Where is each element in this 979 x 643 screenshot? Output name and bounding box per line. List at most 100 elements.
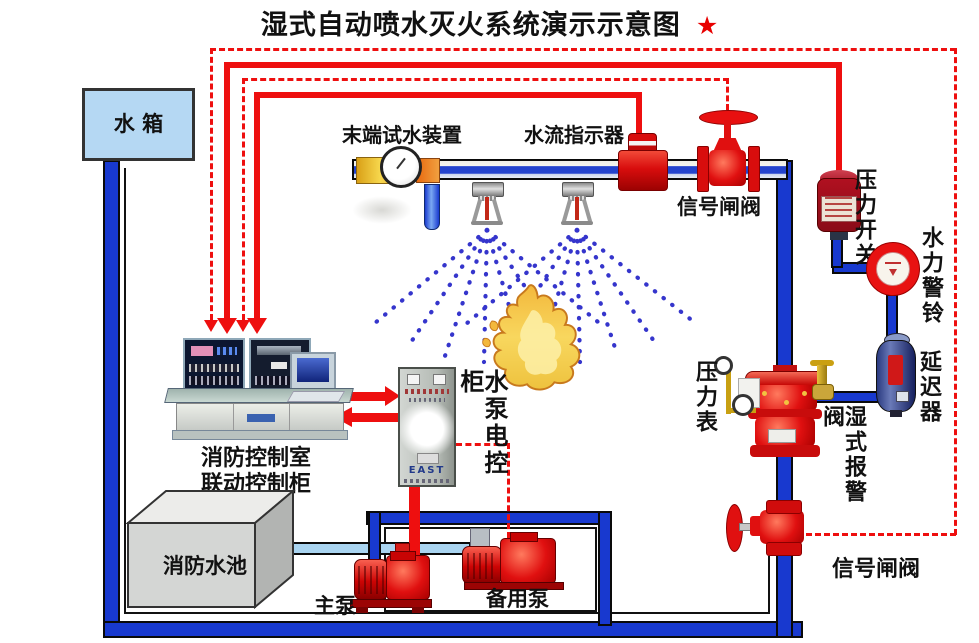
wet-alarm-valve bbox=[740, 365, 830, 461]
console-panel-left bbox=[183, 338, 245, 390]
test-pressure-gauge bbox=[380, 146, 422, 188]
switch-label-band bbox=[821, 196, 857, 222]
cabinet-text-row bbox=[405, 389, 449, 394]
console-keyboard bbox=[286, 391, 346, 402]
water-flow-indicator-label: 水流指示器 bbox=[524, 123, 624, 147]
valve-flange-left bbox=[697, 146, 709, 192]
feedback-arrow-bar bbox=[352, 413, 398, 422]
panel-drive-bay bbox=[257, 346, 301, 355]
panel-switch-row2 bbox=[189, 376, 239, 385]
command-arrow-bar bbox=[345, 392, 387, 401]
bell-face-mark-line bbox=[885, 262, 901, 264]
pressure-switch bbox=[817, 170, 863, 242]
sprinkler-cap bbox=[562, 182, 594, 197]
console-seam-1 bbox=[233, 404, 234, 430]
signal-line-b-right bbox=[836, 62, 842, 174]
water-tank-label: 水 箱 bbox=[113, 112, 164, 136]
cabinet-vent-2 bbox=[433, 374, 446, 385]
valve-bonnet bbox=[713, 138, 742, 152]
console-seam-2 bbox=[289, 404, 290, 430]
sprinkler-head-1 bbox=[470, 182, 504, 226]
header-drop-right bbox=[598, 511, 612, 626]
signal-line-c-right bbox=[726, 78, 729, 110]
pump-flange-top bbox=[390, 551, 416, 561]
water-spray bbox=[366, 227, 697, 365]
pump-flange-top bbox=[510, 532, 538, 542]
command-arrow-head bbox=[385, 386, 400, 406]
pump-casing bbox=[500, 538, 556, 584]
end-test-device bbox=[350, 140, 446, 232]
signal-line-b-top bbox=[224, 62, 842, 68]
wav-bolt-3 bbox=[784, 400, 789, 405]
main-pump bbox=[350, 543, 435, 615]
valve-flange-right bbox=[748, 146, 760, 192]
bell-face-mark-triangle bbox=[889, 269, 897, 276]
signal-line-b-left bbox=[224, 62, 230, 320]
control-room-label-line1: 消防控制室 bbox=[201, 446, 312, 471]
pump-control-cabinet: EAST bbox=[398, 367, 456, 487]
hydraulic-alarm-bell bbox=[866, 242, 920, 296]
cabinet-vent-1 bbox=[407, 374, 420, 385]
bell-face bbox=[876, 252, 910, 286]
backup-pump-line-h bbox=[456, 443, 509, 446]
pump-foot-right bbox=[412, 607, 424, 613]
small-gauge-1 bbox=[714, 356, 733, 375]
sprinkler-arm-right bbox=[491, 198, 503, 223]
small-gauge-2 bbox=[732, 394, 754, 416]
sprinkler-arm-left bbox=[561, 198, 573, 223]
wav-bolt-2 bbox=[802, 391, 807, 396]
sprinkler-arm-left bbox=[471, 198, 483, 223]
signal-line-c-top bbox=[242, 78, 729, 81]
sprinkler-bulb bbox=[575, 197, 579, 220]
delay-device-label: 延迟器 bbox=[916, 350, 941, 425]
sprinkler-deflector bbox=[471, 221, 503, 225]
signal-line-a-right bbox=[954, 48, 957, 535]
valve-body bbox=[760, 510, 804, 544]
motor-fins bbox=[467, 553, 497, 579]
flame bbox=[482, 284, 581, 391]
test-faucet-sketch bbox=[352, 196, 412, 224]
water-tank: 水 箱 bbox=[82, 88, 195, 161]
signal-gate-valve-bottom bbox=[724, 498, 806, 556]
signal-line-d-right bbox=[636, 92, 642, 142]
brass-stem bbox=[817, 365, 827, 387]
motor-fins bbox=[358, 566, 384, 594]
fire-water-pool bbox=[125, 488, 296, 610]
sprinkler-arm-right bbox=[581, 198, 593, 223]
water-flow-indicator bbox=[618, 133, 668, 191]
wav-name-plate bbox=[768, 429, 796, 443]
delay-bottom-port bbox=[890, 410, 902, 417]
delay-device bbox=[876, 333, 918, 417]
wet-alarm-valve-label: 湿式报警阀 bbox=[819, 405, 866, 505]
signal-line-d-top bbox=[254, 92, 642, 98]
cabinet-text-row2 bbox=[409, 398, 445, 402]
page-title: 湿式自动喷水灭火系统演示示意图 bbox=[260, 10, 681, 41]
backup-pump-label: 备用泵 bbox=[486, 587, 549, 611]
sprinkler-cap bbox=[472, 182, 504, 197]
main-pump-label: 主泵 bbox=[314, 594, 356, 618]
pipe-corner-patch-left bbox=[106, 624, 117, 635]
pump-casing bbox=[386, 555, 430, 600]
title-star-icon: ★ bbox=[695, 11, 719, 40]
valve-body bbox=[709, 150, 746, 186]
pump-motor bbox=[354, 559, 388, 600]
brass-valve bbox=[808, 360, 836, 400]
main-pump-power-line bbox=[409, 486, 420, 562]
signal-line-a-left bbox=[210, 48, 213, 320]
cabinet-bottom-strip bbox=[404, 479, 450, 483]
backup-pump-line-v bbox=[507, 443, 510, 538]
bottom-main-pipe bbox=[103, 621, 803, 638]
signal-line-b-arrow bbox=[217, 318, 237, 334]
wfi-body bbox=[618, 150, 668, 191]
signal-line-d-arrow bbox=[247, 318, 267, 334]
page-title-row: 湿式自动喷水灭火系统演示示意图 ★ bbox=[261, 3, 719, 42]
hydraulic-alarm-bell-label: 水力警铃 bbox=[918, 226, 943, 326]
pump-motor bbox=[462, 546, 502, 584]
wav-bottom-flange bbox=[750, 445, 820, 457]
pump-control-cabinet-label: 水泵电控柜 bbox=[456, 369, 508, 477]
pump-header-pipe bbox=[366, 511, 612, 525]
pump-bracket bbox=[470, 528, 490, 547]
sprinkler-deflector bbox=[561, 221, 593, 225]
signal-line-c-left bbox=[242, 78, 245, 320]
